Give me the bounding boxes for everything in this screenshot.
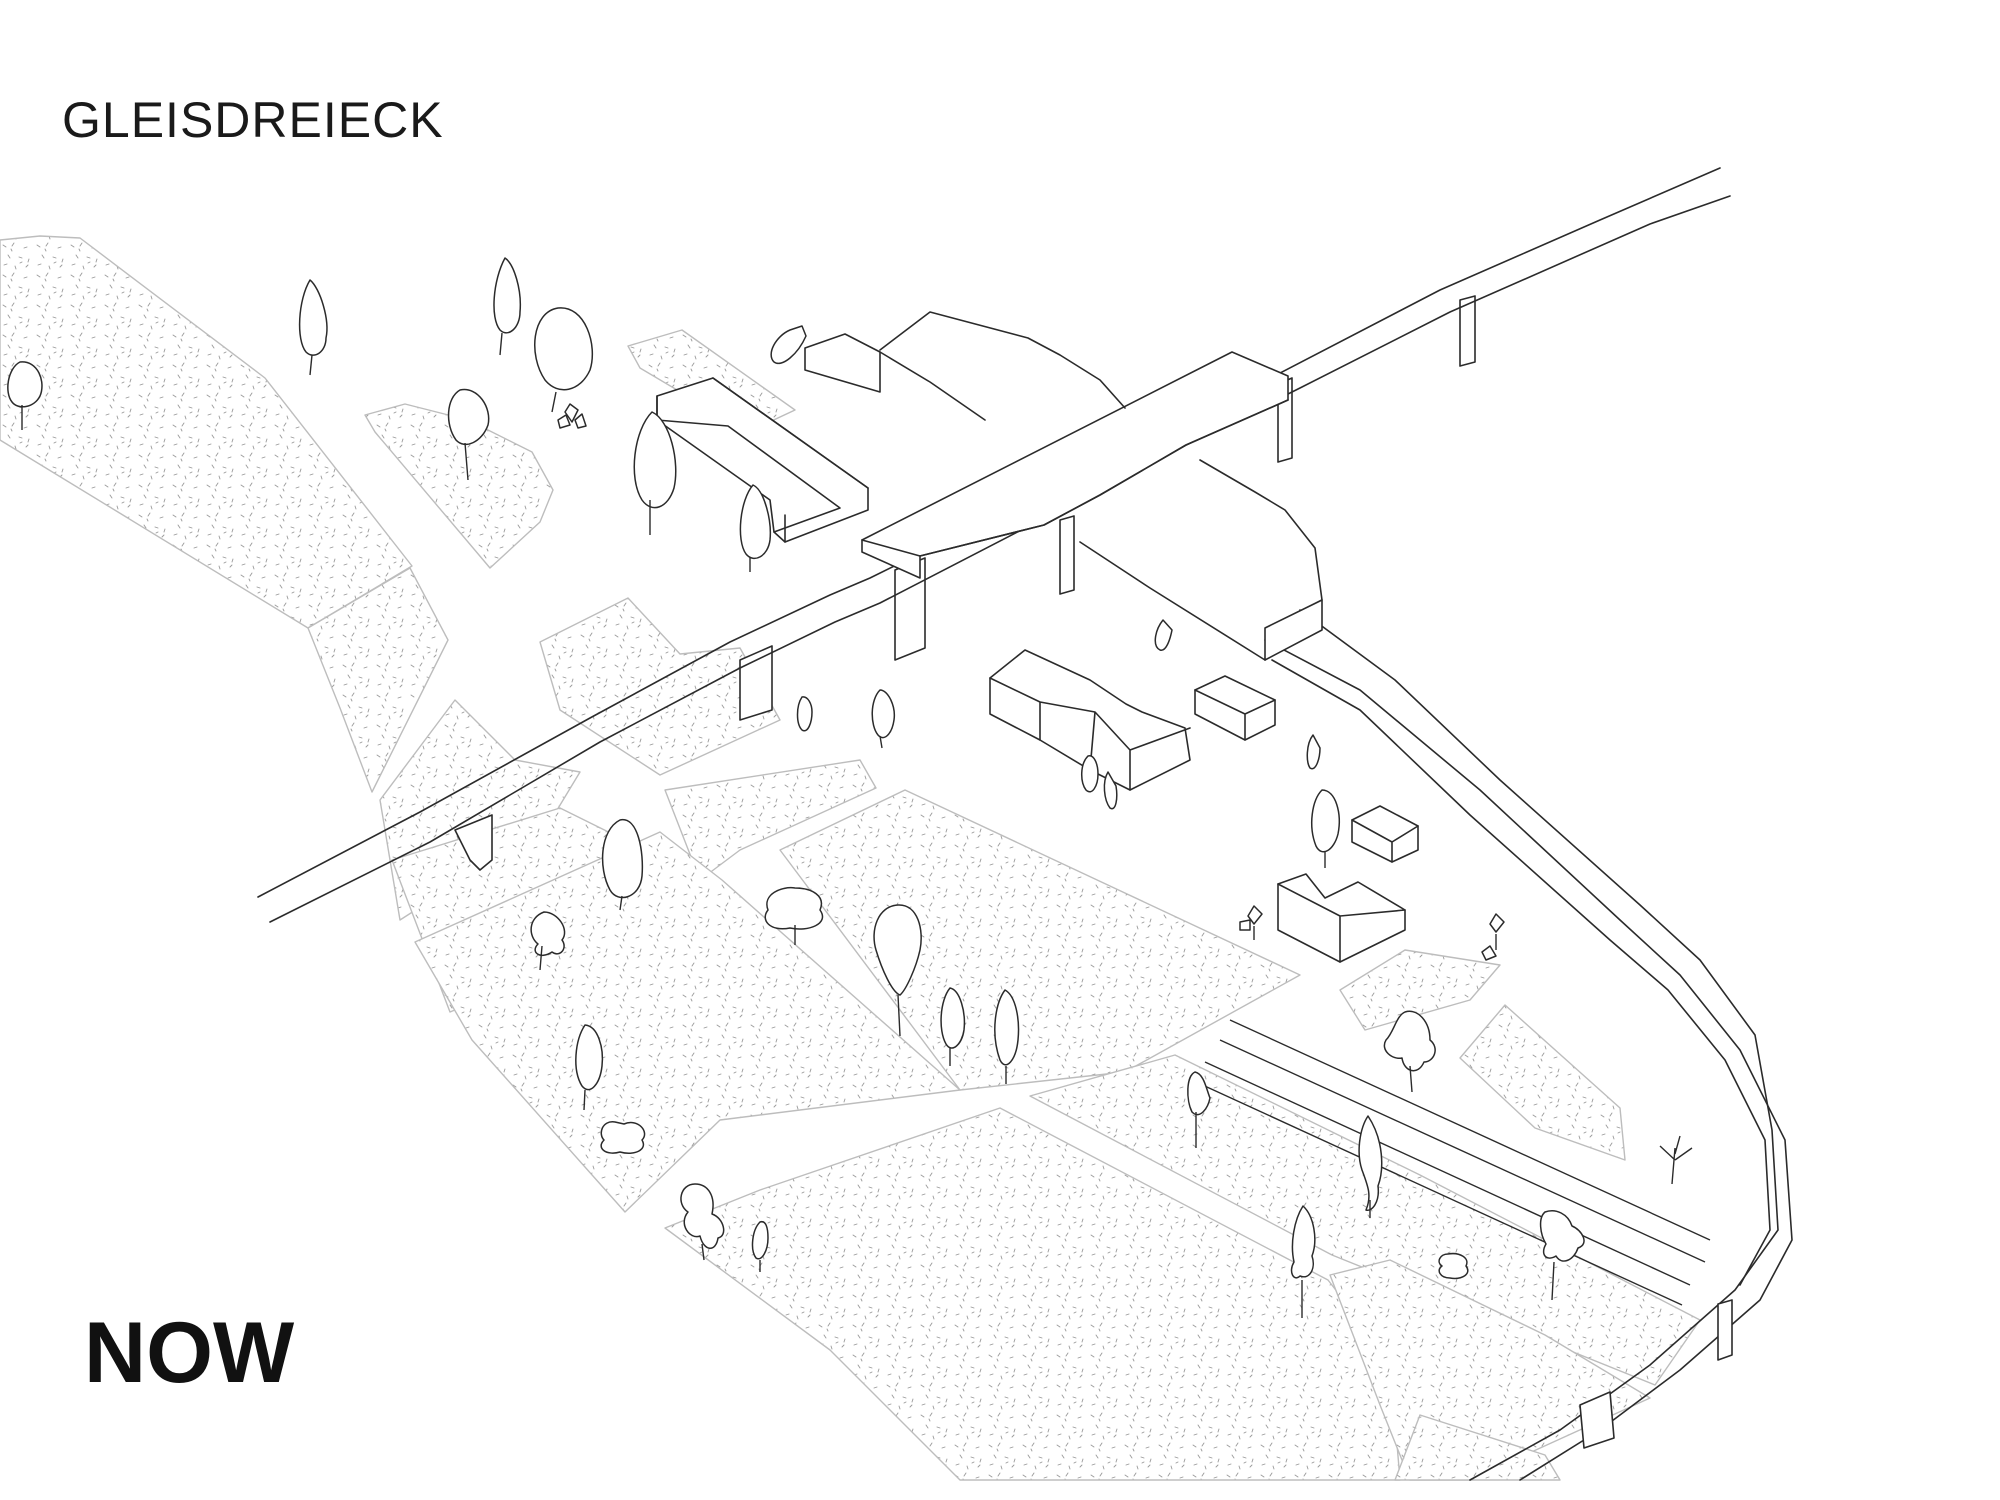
bridge-block xyxy=(861,351,1289,579)
park-area-east-triangle xyxy=(1459,1004,1626,1161)
tree-icon xyxy=(1290,1205,1316,1318)
tree-icon xyxy=(493,257,522,356)
tree-icon xyxy=(1481,913,1505,961)
tree-icon xyxy=(1383,1010,1436,1093)
park-area-west-lobe xyxy=(364,403,554,569)
track-line xyxy=(1219,1039,1706,1263)
tree-icon xyxy=(633,411,677,535)
tree-icon xyxy=(1239,905,1263,940)
elevated-diagonal-viaduct xyxy=(257,167,1731,923)
tree-icon xyxy=(600,1121,646,1154)
viaduct-pier xyxy=(1717,1299,1733,1361)
tree-icon xyxy=(1187,1071,1211,1148)
park-areas xyxy=(0,235,1701,1481)
track-line xyxy=(1195,1081,1683,1306)
tree-icon xyxy=(751,1220,769,1272)
tree-icon xyxy=(1358,1115,1383,1218)
building-north-annex xyxy=(804,333,881,393)
tree-icon xyxy=(1310,789,1340,868)
park-area-east-pocket xyxy=(1339,949,1501,1031)
tree-icon xyxy=(873,904,922,1037)
track-line xyxy=(1229,1019,1711,1241)
viaduct-pier xyxy=(1459,295,1476,367)
curved-rail-viaduct xyxy=(1264,609,1793,1481)
park-area-bottom xyxy=(1394,1414,1561,1481)
tree-icon xyxy=(1539,1210,1585,1301)
viaduct-edge-inner xyxy=(1299,609,1779,1481)
tree-icon xyxy=(601,819,644,911)
railway-tracks xyxy=(1195,1019,1711,1306)
viaduct-edge-base xyxy=(1271,659,1771,1286)
tree-icon xyxy=(557,403,587,429)
park-area-southeast xyxy=(1329,1259,1651,1481)
building-small-rect xyxy=(1194,675,1276,741)
tree-icon xyxy=(940,987,966,1066)
state-label: NOW xyxy=(84,1305,295,1401)
viaduct-edge-outer xyxy=(1264,639,1793,1481)
tree-icon xyxy=(1438,1252,1469,1280)
tree-icon xyxy=(1306,734,1321,770)
tree-icon xyxy=(1081,755,1118,810)
park-area-west-mid xyxy=(307,567,449,793)
tree-icon xyxy=(796,696,813,732)
tree-icon xyxy=(994,989,1020,1084)
tree-icon xyxy=(533,307,594,413)
tree-icon xyxy=(1659,1135,1693,1185)
building-zigzag xyxy=(989,649,1191,791)
tree-icon xyxy=(298,279,328,376)
tree-icon xyxy=(575,1024,604,1111)
structure-curved-north xyxy=(879,311,1126,409)
building-east-wedge xyxy=(1264,599,1323,661)
tree-icon xyxy=(530,911,566,971)
viaduct-pier xyxy=(1059,515,1075,595)
tree-icon xyxy=(7,361,43,430)
tree-icon xyxy=(770,325,807,365)
building-l-shape xyxy=(1277,873,1406,963)
trees xyxy=(7,257,1693,1318)
site-title: GLEISDREIECK xyxy=(62,92,444,148)
viaduct-pier xyxy=(1579,1391,1615,1449)
buildings xyxy=(656,311,1419,963)
viaduct-deck-edge xyxy=(269,195,1731,923)
track-line xyxy=(1204,1061,1691,1286)
tree-icon xyxy=(739,484,772,572)
park-area-northwest xyxy=(0,235,413,629)
tree-icon xyxy=(871,689,896,749)
park-area-big-south xyxy=(779,789,1301,1091)
tree-icon xyxy=(764,886,824,945)
viaduct-deck-edge xyxy=(257,167,1721,898)
building-small-rect xyxy=(1351,805,1419,863)
viaduct-pier xyxy=(739,645,773,721)
tree-icon xyxy=(1154,619,1173,651)
viaduct-pier xyxy=(454,814,493,871)
tree-icon xyxy=(680,1183,725,1261)
tree-icon xyxy=(447,388,490,481)
